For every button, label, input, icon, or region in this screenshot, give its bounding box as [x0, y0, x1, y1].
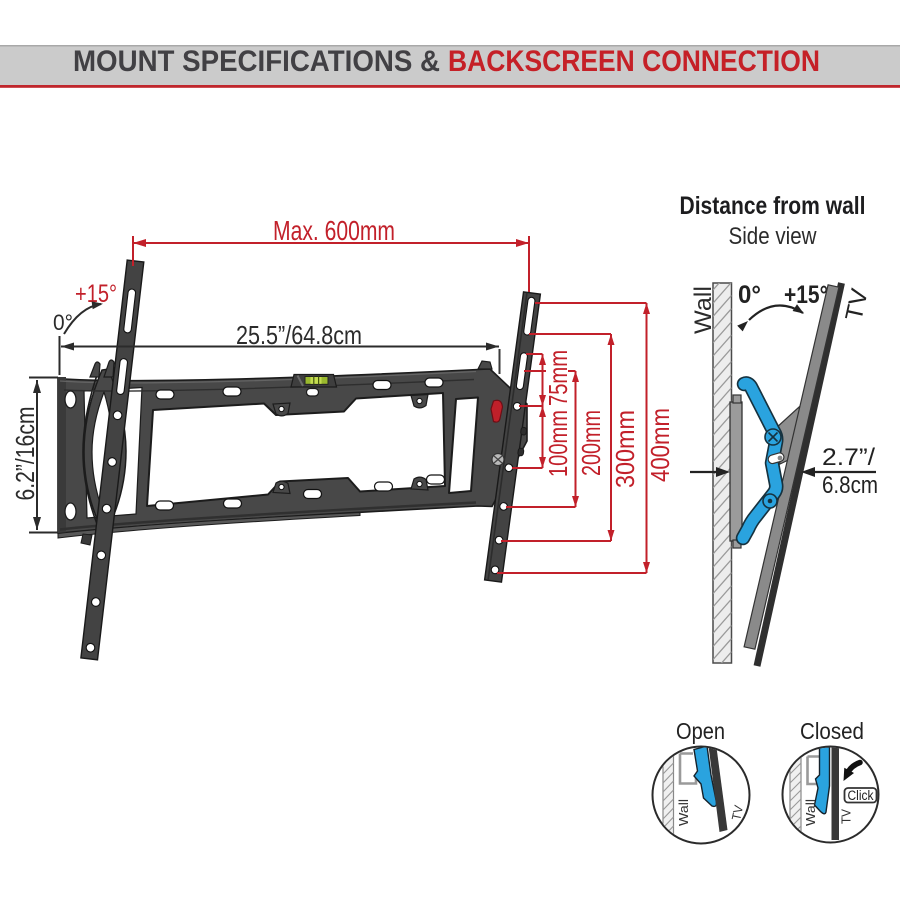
svg-text:Wall: Wall — [804, 799, 818, 826]
svg-text:Wall: Wall — [690, 286, 717, 334]
svg-text:2.7”/: 2.7”/ — [822, 444, 875, 471]
svg-text:400mm: 400mm — [645, 408, 675, 482]
svg-text:300mm: 300mm — [610, 410, 640, 488]
svg-text:100mm: 100mm — [543, 410, 573, 477]
svg-text:75mm: 75mm — [543, 350, 573, 406]
svg-text:0°: 0° — [53, 310, 73, 335]
svg-text:TV: TV — [729, 803, 746, 821]
svg-text:25.5”/64.8cm: 25.5”/64.8cm — [236, 320, 362, 350]
svg-text:MOUNT SPECIFICATIONS &: MOUNT SPECIFICATIONS & — [73, 45, 440, 78]
svg-text:BACKSCREEN CONNECTION: BACKSCREEN CONNECTION — [448, 45, 820, 78]
svg-text:200mm: 200mm — [576, 410, 606, 476]
svg-text:6.2”/16cm: 6.2”/16cm — [10, 407, 40, 501]
svg-text:6.8cm: 6.8cm — [822, 472, 878, 499]
svg-text:Max. 600mm: Max. 600mm — [273, 215, 395, 246]
svg-text:Closed: Closed — [800, 718, 864, 744]
svg-text:Click: Click — [848, 788, 874, 803]
svg-text:+15°: +15° — [784, 281, 828, 309]
svg-text:Wall: Wall — [677, 799, 691, 826]
svg-text:Open: Open — [676, 718, 725, 744]
svg-text:Distance from wall: Distance from wall — [680, 192, 866, 220]
svg-text:Side view: Side view — [729, 223, 818, 250]
svg-text:0°: 0° — [738, 281, 761, 309]
svg-text:TV: TV — [840, 808, 854, 824]
